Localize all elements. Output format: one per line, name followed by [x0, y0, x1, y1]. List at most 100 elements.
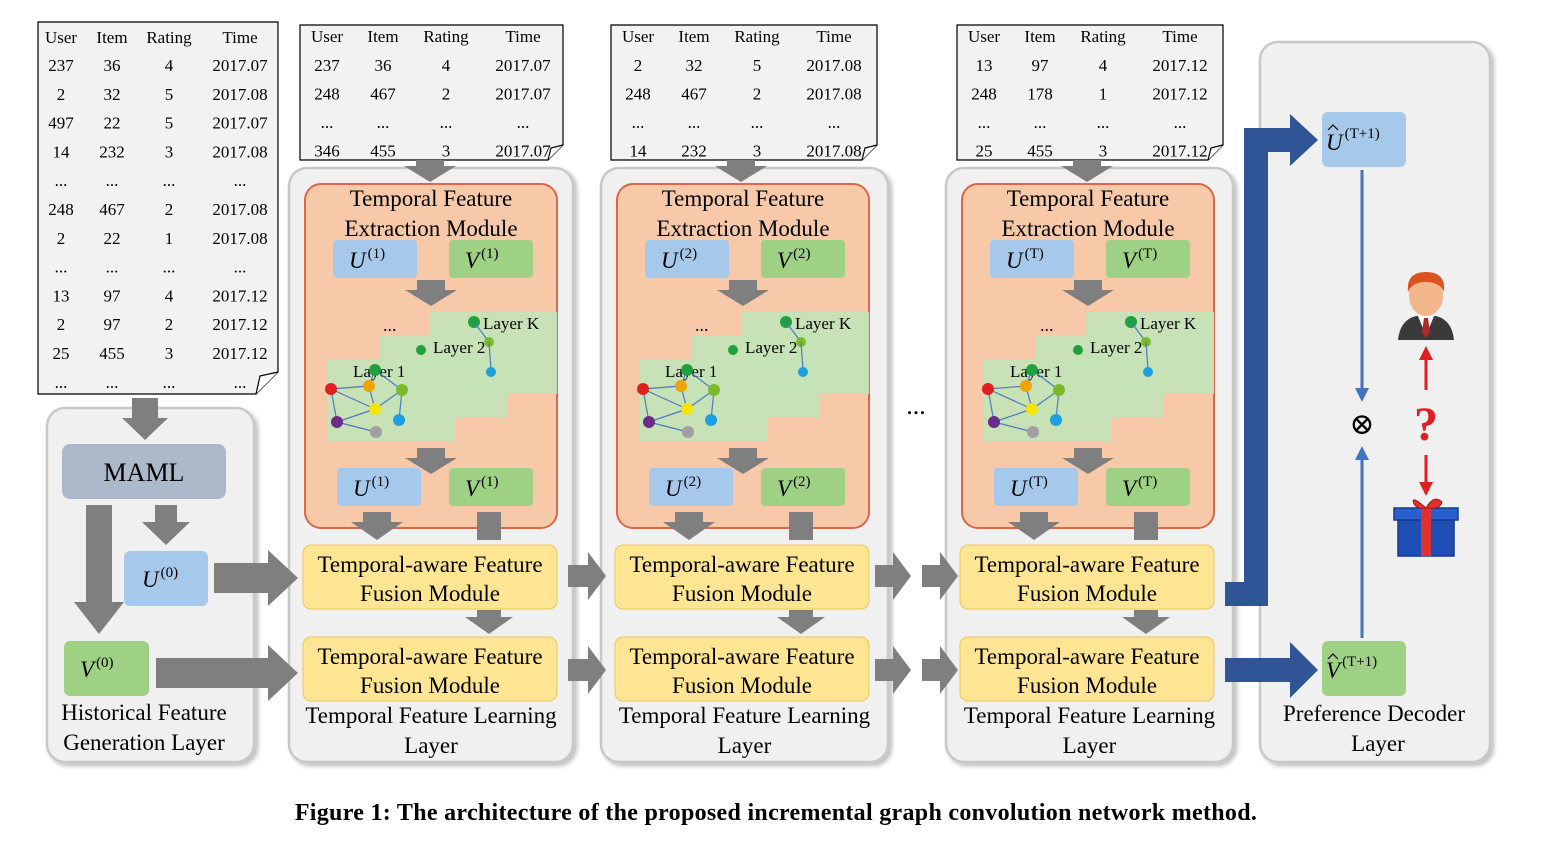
v0-box: V(0) — [64, 641, 149, 696]
history-table-cell: 2017.12 — [212, 286, 267, 305]
arrow-table-to-extraction — [404, 160, 456, 182]
stage-table-cell: 4 — [1099, 56, 1108, 75]
history-table-cell: ... — [55, 258, 68, 277]
history-table-cell: ... — [163, 171, 176, 190]
arrow-item-hat-to-product — [1355, 446, 1369, 638]
graph-node — [369, 403, 381, 415]
graph-layer-label: Layer K — [1140, 314, 1197, 333]
graph-edge — [648, 421, 689, 433]
arrow-user-to-fusion — [351, 512, 403, 540]
graph-node — [486, 367, 496, 377]
graph-layer-label: Layer K — [795, 314, 852, 333]
arrow-user-hat-to-product — [1355, 170, 1369, 402]
hist-layer-label-line1: Historical Feature — [61, 700, 226, 725]
graph-layer-card — [327, 360, 455, 442]
graph-node — [1053, 384, 1065, 396]
history-table-header: Rating — [146, 28, 192, 47]
stage-table-cell: 2 — [442, 85, 451, 104]
item-matrix-box-top: V(1) — [449, 240, 533, 278]
graph-node — [643, 416, 655, 428]
stage-table-cell: 467 — [681, 85, 707, 104]
item-matrix-box-bottom: V(T) — [1106, 468, 1190, 506]
arrow-graph-to-features — [405, 448, 457, 474]
history-table-cell: 3 — [165, 344, 174, 363]
tfe-label-line2: Extraction Module — [656, 216, 829, 241]
product-symbol: ⊗ — [1349, 408, 1374, 441]
graph-layer-ellipsis: ... — [695, 315, 709, 335]
stage-table-cell: 248 — [971, 85, 997, 104]
stage-table-cell: 4 — [442, 56, 451, 75]
history-table-cell: ... — [106, 258, 119, 277]
history-table-cell: ... — [234, 373, 247, 392]
stage-table-cell: 455 — [1027, 142, 1053, 161]
arrow-graph-to-features — [717, 448, 769, 474]
graph-layer-card — [639, 360, 767, 442]
arrow-fusion-user-to-item — [777, 610, 825, 634]
history-table-cell: 2017.07 — [212, 114, 268, 133]
svg-text:V(T): V(T) — [1122, 474, 1157, 501]
arrow-stage2-to-dots-item — [875, 646, 911, 694]
stage-table-header: Rating — [1080, 27, 1126, 46]
history-table-cell: 2017.08 — [212, 200, 267, 219]
tfl-label-line1: Temporal Feature Learning — [619, 703, 871, 728]
gift-icon — [1393, 498, 1459, 557]
history-table-cell: 1 — [165, 229, 174, 248]
item-matrix-box-bottom: V(2) — [761, 468, 845, 506]
arrow-item-to-fusion — [1134, 512, 1158, 540]
history-table-cell: 32 — [104, 85, 121, 104]
decoder-label-line1: Preference Decoder — [1283, 701, 1465, 726]
fusion-label-line1: Temporal-aware Feature — [629, 644, 854, 669]
history-table-cell: 248 — [48, 200, 74, 219]
stage-table-cell: 3 — [442, 142, 451, 161]
u0-label: U(0) — [142, 565, 178, 592]
fusion-label-line2: Fusion Module — [360, 581, 500, 606]
fusion-label-line2: Fusion Module — [360, 673, 500, 698]
user-matrix-box-top: U(T) — [990, 240, 1074, 278]
stage-table-header: Time — [1162, 27, 1197, 46]
maml-box: MAML — [62, 444, 226, 499]
history-table-cell: ... — [234, 171, 247, 190]
graph-node — [393, 414, 405, 426]
stage-table-header: Time — [816, 27, 851, 46]
history-table-cell: 3 — [165, 142, 174, 161]
user-matrix-box-bottom: U(2) — [649, 468, 733, 506]
tfl-label-line1: Temporal Feature Learning — [964, 703, 1216, 728]
tfl-label-line2: Layer — [718, 733, 772, 758]
stage-table-cell: ... — [1034, 113, 1047, 132]
user-matrix-box-bottom: U(1) — [337, 468, 421, 506]
stage-table-cell: 232 — [681, 142, 707, 161]
svg-text:U(2): U(2) — [661, 246, 697, 273]
stage-table-cell: 3 — [1099, 142, 1108, 161]
graph-edge — [1145, 341, 1149, 371]
svg-text:V(1): V(1) — [465, 246, 499, 273]
stage-table-cell: 248 — [625, 85, 651, 104]
stage-table-header: Item — [1024, 27, 1055, 46]
fusion-label-line2: Fusion Module — [672, 581, 812, 606]
graph-layer-ellipsis: ... — [383, 315, 397, 335]
graph-layer-label: Layer 2 — [1090, 338, 1142, 357]
history-table-cell: 2017.12 — [212, 344, 267, 363]
graph-edge — [993, 421, 1034, 433]
stage-table-cell: ... — [688, 113, 701, 132]
arrow-to-graph-layers — [717, 280, 769, 306]
graph-node — [798, 367, 808, 377]
arrow-u0-to-fusion — [214, 550, 298, 606]
history-table-cell: 4 — [165, 286, 174, 305]
arrow-fusion-user-to-item — [1122, 610, 1170, 634]
history-table-cell: ... — [55, 171, 68, 190]
graph-edge — [642, 385, 682, 390]
graph-node — [396, 384, 408, 396]
fusion-label-line1: Temporal-aware Feature — [317, 552, 542, 577]
tfe-label-line1: Temporal Feature — [662, 186, 825, 211]
stage-table-cell: 14 — [630, 142, 648, 161]
fusion-label-line1: Temporal-aware Feature — [317, 644, 542, 669]
graph-edge — [642, 388, 688, 410]
stage-table-cell: ... — [978, 113, 991, 132]
stage-table-cell: 1 — [1099, 85, 1108, 104]
stage-table-cell: 2017.12 — [1152, 56, 1207, 75]
stage-table-cell: ... — [517, 113, 530, 132]
stage-table-cell: 97 — [1032, 56, 1050, 75]
